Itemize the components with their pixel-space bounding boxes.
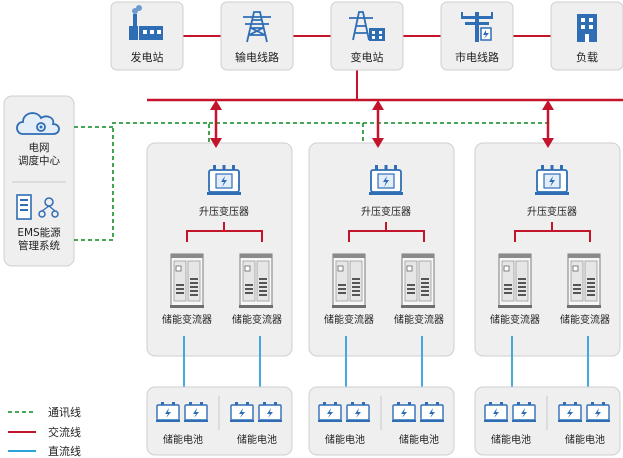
bidirectional-arrow-icon [210,100,222,148]
battery-icon [257,401,283,423]
pcs-label: 储能变流器 [162,313,212,326]
storage-unit-3: 升压变压器 储能变流器 储能变流器 [474,142,621,357]
building-icon [577,14,597,42]
legend-label: 交流线 [48,425,81,439]
ac-branch [348,222,425,242]
pcs-label: 储能变流器 [394,313,444,326]
pcs-icon [238,253,274,309]
ems-label-line1: EMS能源 [17,226,61,239]
battery-label: 储能电池 [565,433,605,446]
transmission-tower-icon [243,11,271,43]
dispatch-label-line2: 调度中心 [18,154,60,167]
battery-icon [317,401,343,423]
legend-label: 直流线 [48,444,81,458]
battery-icon [419,401,445,423]
utility-pole-icon [461,12,493,42]
pcs-icon [497,253,533,309]
legend: 通讯线 交流线 直流线 [8,405,81,458]
dispatch-label-line1: 电网 [29,141,50,154]
pcs-label: 储能变流器 [490,313,540,326]
battery-icon [229,401,255,423]
ems-server-icon [16,194,59,220]
battery-label: 储能电池 [399,433,439,446]
battery-icon [345,401,371,423]
battery-icon [391,401,417,423]
transformer-label: 升压变压器 [361,205,411,218]
battery-group-3: 储能电池 储能电池 [474,386,621,456]
transformer-label: 升压变压器 [527,205,577,218]
pcs-icon [331,253,367,309]
ems-label-line2: 管理系统 [18,239,60,252]
pcs-icon [169,253,205,309]
transformer-icon [534,164,570,196]
cloud-gear-icon [16,112,60,135]
transformer-label: 升压变压器 [199,205,249,218]
ac-branch [514,222,591,242]
node-label: 市电线路 [455,50,499,64]
storage-unit-2: 升压变压器 储能变流器 储能变流器 [308,142,455,357]
bidirectional-arrow-icon [542,100,554,148]
storage-unit-1: 升压变压器 储能变流器 储能变流器 [146,142,293,357]
battery-group-1: 储能电池 储能电池 [146,386,293,456]
pcs-icon [400,253,436,309]
node-label: 发电站 [131,50,164,64]
node-label: 输电线路 [235,50,279,64]
battery-icon [511,401,537,423]
pcs-label: 储能变流器 [324,313,374,326]
transformer-icon [206,164,242,196]
battery-label: 储能电池 [163,433,203,446]
substation-icon [349,11,385,41]
pcs-icon [566,253,602,309]
node-load: 负载 [550,1,623,71]
bidirectional-arrows [210,100,554,148]
node-label: 变电站 [351,50,384,64]
battery-icon [557,401,583,423]
node-label: 负载 [576,50,598,64]
battery-label: 储能电池 [325,433,365,446]
node-transmission-line: 输电线路 [220,1,294,71]
battery-icon [183,401,209,423]
power-plant-icon [129,5,163,40]
battery-icon [155,401,181,423]
bidirectional-arrow-icon [372,100,384,148]
pcs-label: 储能变流器 [560,313,610,326]
node-substation: 变电站 [330,1,404,71]
battery-icon [483,401,509,423]
battery-label: 储能电池 [491,433,531,446]
node-city-line: 市电线路 [440,1,514,71]
node-power-plant: 发电站 [110,1,184,71]
ac-branch [186,222,263,242]
control-panel: 电网 调度中心 EMS能源 管理系统 [3,95,75,267]
pcs-label: 储能变流器 [232,313,282,326]
battery-label: 储能电池 [237,433,277,446]
legend-label: 通讯线 [48,405,81,419]
transformer-icon [368,164,404,196]
battery-icon [585,401,611,423]
battery-group-2: 储能电池 储能电池 [308,386,455,456]
